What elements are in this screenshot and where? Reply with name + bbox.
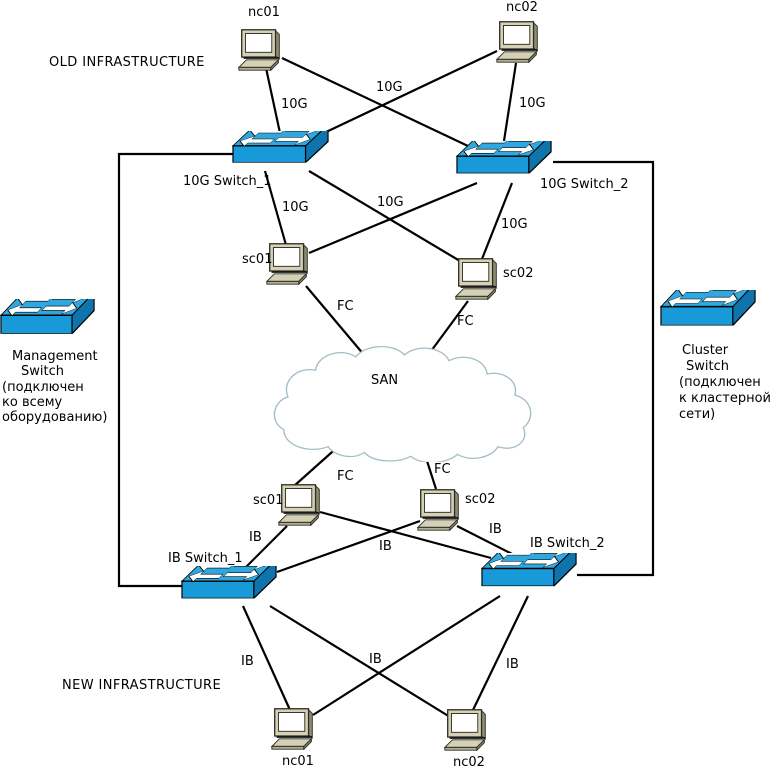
switch-icon-10g-2 <box>456 141 553 182</box>
link-label-ib: IB <box>489 522 502 537</box>
link-nc01-10gsw2 <box>281 57 469 147</box>
link-sc02b-ibsw1 <box>276 519 421 574</box>
switch-icon-ib-2 <box>481 553 578 595</box>
node-label-ib-switch-1: IB Switch_1 <box>168 551 243 566</box>
computer-icon-nc01-bottom <box>270 705 317 752</box>
link-label-fc: FC <box>337 469 354 484</box>
link-ibsw2-nc02b <box>472 595 529 711</box>
management-switch-label-line1: Management <box>12 349 98 364</box>
link-10gsw1-sc01 <box>263 170 288 246</box>
link-label-10g: 10G <box>282 200 309 215</box>
link-label-10g: 10G <box>281 97 308 112</box>
new-infrastructure-title: NEW INFRASTRUCTURE <box>62 678 222 693</box>
link-sc01b-ibsw1 <box>240 525 288 573</box>
node-label-sc01-bottom: sc01 <box>253 493 284 508</box>
link-label-fc: FC <box>434 462 451 477</box>
link-ibsw2-nc01b <box>312 595 501 716</box>
node-label-nc02-top: nc02 <box>506 0 538 15</box>
computer-icon-sc02-top <box>454 255 501 302</box>
link-nc02-10gsw1 <box>323 50 498 134</box>
switch-icon-management <box>0 299 96 343</box>
link-label-ib: IB <box>379 539 392 554</box>
computer-icon-nc02-top <box>495 18 542 65</box>
computer-icon-nc02-bottom <box>443 706 490 753</box>
link-label-ib: IB <box>369 652 382 667</box>
link-label-ib: IB <box>249 530 262 545</box>
link-label-ib: IB <box>241 654 254 669</box>
san-cloud-icon <box>254 332 536 462</box>
computer-icon-nc01-top <box>237 26 284 73</box>
node-label-nc02-bottom: nc02 <box>453 755 485 770</box>
cluster-switch-label-line4: к кластерной <box>679 391 771 406</box>
link-label-10g: 10G <box>501 217 528 232</box>
cluster-switch-label-line2: Switch <box>686 359 729 374</box>
link-label-fc: FC <box>337 299 354 314</box>
node-label-sc01-top: sc01 <box>242 252 273 267</box>
link-10gsw2-sc01 <box>308 181 478 255</box>
computer-icon-sc02-bottom <box>416 486 463 533</box>
link-ibsw1-nc01b <box>241 605 292 711</box>
link-ibsw1-nc02b <box>269 605 451 718</box>
management-switch-label-line5: оборудованию) <box>2 410 108 425</box>
san-label: SAN <box>371 373 399 388</box>
old-infrastructure-title: OLD INFRASTRUCTURE <box>49 55 205 70</box>
switch-icon-ib-1 <box>181 566 278 607</box>
link-label-10g: 10G <box>377 195 404 210</box>
node-label-10g-switch-2: 10G Switch_2 <box>540 177 629 192</box>
link-label-10g: 10G <box>519 96 546 111</box>
link-label-fc: FC <box>457 314 474 329</box>
link-sc01b-ibsw2 <box>319 510 492 560</box>
switch-icon-cluster <box>660 290 757 335</box>
node-label-sc02-bottom: sc02 <box>465 492 496 507</box>
link-10gsw1-sc02 <box>308 170 466 265</box>
cluster-switch-label-line3: (подключен <box>679 375 761 390</box>
node-label-ib-switch-2: IB Switch_2 <box>530 536 605 551</box>
link-sc01-san <box>305 285 371 363</box>
link-10gsw2-ibsw2-loop <box>553 160 655 577</box>
link-label-ib: IB <box>506 657 519 672</box>
cluster-switch-label-line5: сети) <box>679 407 716 422</box>
management-switch-label-line4: ко всему <box>2 395 63 410</box>
link-nc01-10gsw1 <box>264 67 282 134</box>
cluster-switch-label-line1: Cluster <box>682 343 729 358</box>
link-nc02-10gsw2 <box>502 62 518 142</box>
link-sc02b-ibsw2 <box>456 525 519 558</box>
link-label-10g: 10G <box>376 80 403 95</box>
node-label-10g-switch-1: 10G Switch_1 <box>183 174 272 189</box>
link-10gsw2-sc02 <box>480 182 514 260</box>
switch-icon-10g-1 <box>232 131 330 171</box>
link-10gsw1-ibsw1-loop <box>117 152 233 588</box>
node-label-nc01-top: nc01 <box>248 5 280 20</box>
computer-icon-sc01-bottom <box>277 481 324 528</box>
node-label-nc01-bottom: nc01 <box>282 754 314 769</box>
management-switch-label-line2: Switch <box>21 364 64 379</box>
node-label-sc02-top: sc02 <box>503 266 534 281</box>
management-switch-label-line3: (подключен <box>2 380 84 395</box>
